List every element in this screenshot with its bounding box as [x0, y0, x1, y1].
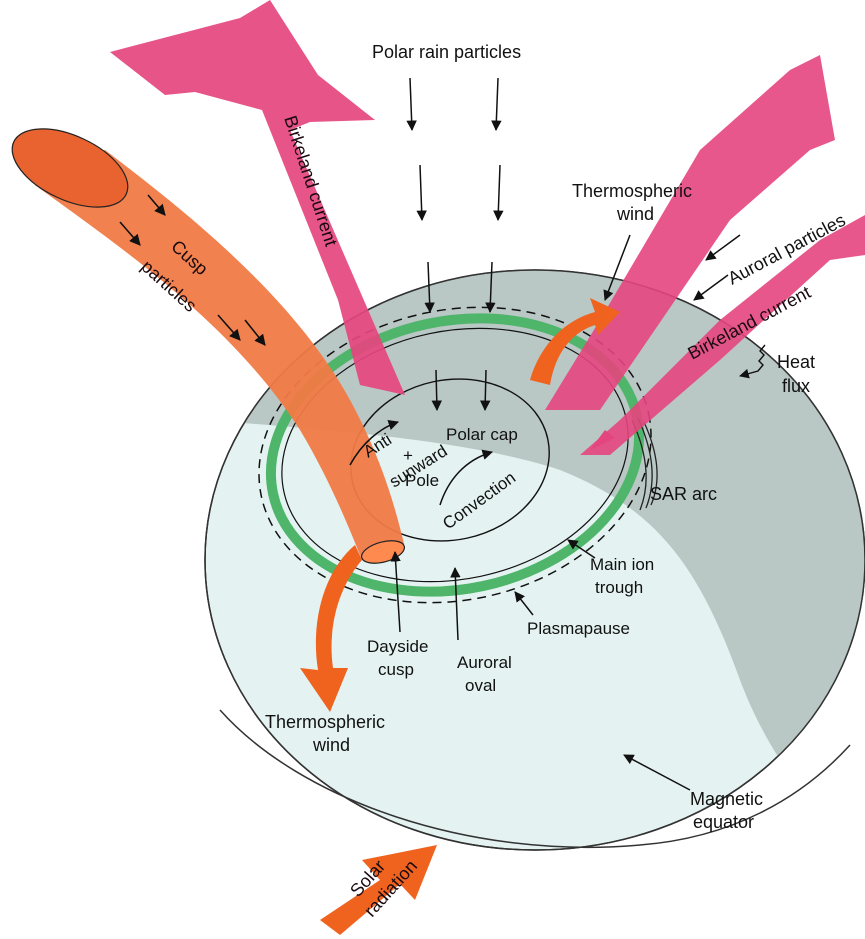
label-dayside-2: cusp: [378, 660, 414, 679]
label-plasmapause: Plasmapause: [527, 619, 630, 638]
label-magnetic-1: Magnetic: [690, 789, 763, 809]
label-main-ion-2: trough: [595, 578, 643, 597]
label-sar-arc: SAR arc: [650, 484, 717, 504]
label-heat-1: Heat: [777, 352, 815, 372]
label-main-ion-1: Main ion: [590, 555, 654, 574]
label-magnetic-2: equator: [693, 812, 754, 832]
label-polar-rain: Polar rain particles: [372, 42, 521, 62]
label-dayside-1: Dayside: [367, 637, 428, 656]
label-thermo-bottom-2: wind: [312, 735, 350, 755]
label-auroral-oval-2: oval: [465, 676, 496, 695]
label-thermo-top-2: wind: [616, 204, 654, 224]
label-auroral-oval-1: Auroral: [457, 653, 512, 672]
label-thermo-top-1: Thermospheric: [572, 181, 692, 201]
label-thermo-bottom-1: Thermospheric: [265, 712, 385, 732]
label-heat-2: flux: [782, 376, 810, 396]
label-pole: Pole: [405, 471, 439, 490]
label-polar-cap: Polar cap: [446, 425, 518, 444]
